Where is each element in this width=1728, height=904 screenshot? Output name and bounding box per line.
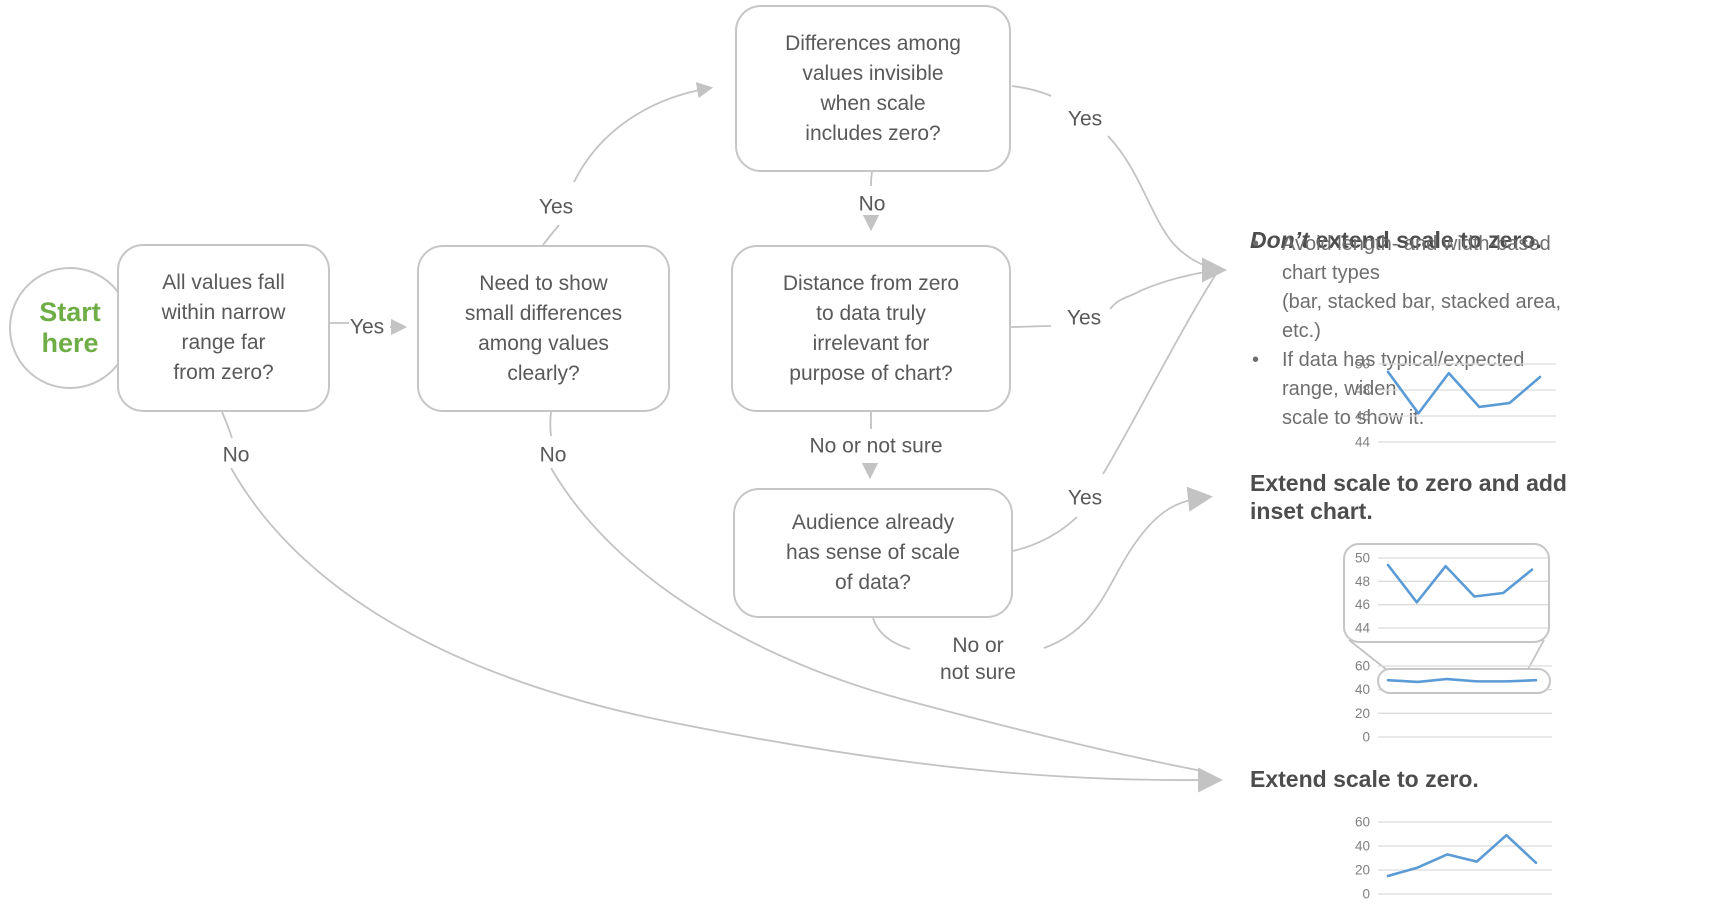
edge-label-no-or-not-sure-q4: No or not sure bbox=[809, 434, 943, 458]
edge-q4-yes-stub bbox=[1010, 325, 1052, 328]
edge-label-no-q3: No bbox=[858, 192, 886, 216]
edge-q3-yes-curve bbox=[1107, 135, 1219, 271]
svg-text:20: 20 bbox=[1355, 706, 1370, 721]
svg-text:44: 44 bbox=[1355, 435, 1371, 449]
node-q5-audience-sense: Audience already has sense of scale of d… bbox=[733, 488, 1013, 618]
edge-q3-no-stub bbox=[870, 171, 873, 187]
node-q4-distance-irrelevant: Distance from zero to data truly irrelev… bbox=[731, 245, 1011, 412]
edge-q5-yes-stub bbox=[1012, 516, 1078, 552]
bullet-marker: • bbox=[1252, 233, 1260, 255]
edge-q5-nos-curve bbox=[1043, 486, 1214, 649]
edge-q5-nos-stub bbox=[872, 617, 911, 650]
bullet-widen-scale: • If data has typical/expected range, wi… bbox=[1252, 346, 1582, 433]
edge-label-no-q1: No bbox=[222, 443, 250, 467]
edge-label-yes-q3: Yes bbox=[1067, 107, 1103, 131]
node-q3-differences-invisible: Differences among values invisible when … bbox=[735, 5, 1011, 172]
start-here-node: Start here bbox=[9, 267, 131, 389]
edge-q2-no-stub bbox=[549, 411, 552, 437]
edge-q2-no-curve bbox=[550, 467, 1203, 772]
edge-label-no-q2: No bbox=[539, 443, 567, 467]
edge-q3-yes-stub bbox=[1011, 85, 1052, 97]
chart-extend-zero: 60 40 20 0 bbox=[1330, 808, 1562, 904]
edge-label-no-or-not-sure-q5: No or not sure bbox=[940, 634, 1016, 684]
outcome-dont-extend-title: Don’t extend scale to zero. bbox=[1250, 198, 1542, 254]
chart-dont-extend: 50 48 46 44 bbox=[1330, 352, 1562, 453]
svg-text:48: 48 bbox=[1355, 574, 1370, 589]
dont-rest: extend scale to zero. bbox=[1309, 227, 1542, 253]
bullet-marker: • bbox=[1252, 349, 1260, 371]
edge-label-yes-q5: Yes bbox=[1067, 486, 1103, 510]
chart-inset-full: 60 40 20 0 bbox=[1330, 654, 1562, 755]
inset-callout-box bbox=[1343, 543, 1550, 643]
line-chart-svg: 50 48 46 44 bbox=[1355, 551, 1548, 636]
edge-label-yes-q2: Yes bbox=[538, 195, 574, 219]
svg-text:46: 46 bbox=[1355, 409, 1370, 424]
svg-text:46: 46 bbox=[1355, 597, 1370, 612]
edge-q1-no-curve bbox=[230, 467, 1211, 781]
outcome-extend-inset-title: Extend scale to zero and add inset chart… bbox=[1250, 470, 1567, 524]
line-chart-svg: 60 40 20 0 bbox=[1355, 659, 1552, 745]
edge-q5-yes-curve bbox=[1102, 270, 1219, 475]
svg-text:50: 50 bbox=[1355, 357, 1370, 372]
svg-text:60: 60 bbox=[1355, 659, 1370, 674]
edge-label-yes-q4: Yes bbox=[1066, 306, 1102, 330]
svg-text:40: 40 bbox=[1355, 839, 1370, 854]
edge-q2-yes-stub bbox=[542, 224, 560, 246]
outcome-extend-title: Extend scale to zero. bbox=[1250, 766, 1479, 792]
inset-callout-line-left bbox=[1348, 639, 1388, 671]
chart-inset-zoomed: 50 48 46 44 bbox=[1330, 546, 1554, 643]
node-q1-narrow-range: All values fall within narrow range far … bbox=[117, 244, 330, 412]
svg-text:0: 0 bbox=[1362, 887, 1370, 902]
line-chart-svg: 60 40 20 0 bbox=[1355, 815, 1552, 902]
node-q2-small-differences: Need to show small differences among val… bbox=[417, 245, 670, 412]
edge-q4-yes-curve bbox=[1109, 269, 1219, 310]
edge-q2-yes-curve bbox=[573, 82, 714, 183]
outcome-dont-extend-bullets: • Avoid length- and width-based chart ty… bbox=[1252, 230, 1582, 433]
svg-text:20: 20 bbox=[1355, 863, 1370, 878]
bullet-avoid-length: • Avoid length- and width-based chart ty… bbox=[1252, 230, 1582, 346]
edge-q1-no-stub bbox=[221, 411, 233, 439]
svg-text:0: 0 bbox=[1362, 730, 1370, 745]
svg-text:48: 48 bbox=[1355, 383, 1370, 398]
svg-text:60: 60 bbox=[1355, 815, 1370, 830]
dont-emphasis: Don’t bbox=[1250, 227, 1310, 253]
svg-text:44: 44 bbox=[1355, 621, 1371, 636]
svg-text:50: 50 bbox=[1355, 551, 1370, 566]
line-chart-svg: 50 48 46 44 bbox=[1355, 357, 1556, 450]
edge-label-yes-q1: Yes bbox=[349, 315, 385, 339]
svg-text:40: 40 bbox=[1355, 682, 1370, 697]
